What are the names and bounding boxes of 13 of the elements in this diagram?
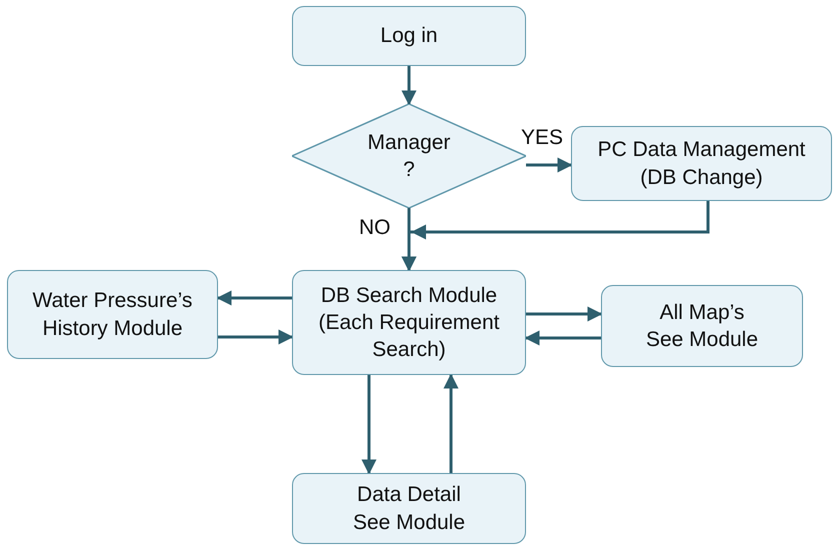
- node-label: Manager ?: [366, 130, 452, 183]
- node-label: All Map’s See Module: [644, 300, 760, 353]
- process-box: [292, 473, 526, 544]
- node-label: DB Search Module (Each Requirement Search): [318, 282, 500, 364]
- process-box: [601, 285, 803, 367]
- process-box: [292, 6, 526, 66]
- node-label: Log in: [380, 23, 438, 50]
- process-box: [292, 270, 526, 375]
- process-box: [7, 270, 218, 359]
- node-label: Data Detail See Module: [352, 482, 466, 536]
- node-label: Water Pressure’s History Module: [32, 288, 194, 342]
- process-box: [571, 126, 832, 201]
- node-label: PC Data Management (DB Change): [597, 137, 806, 190]
